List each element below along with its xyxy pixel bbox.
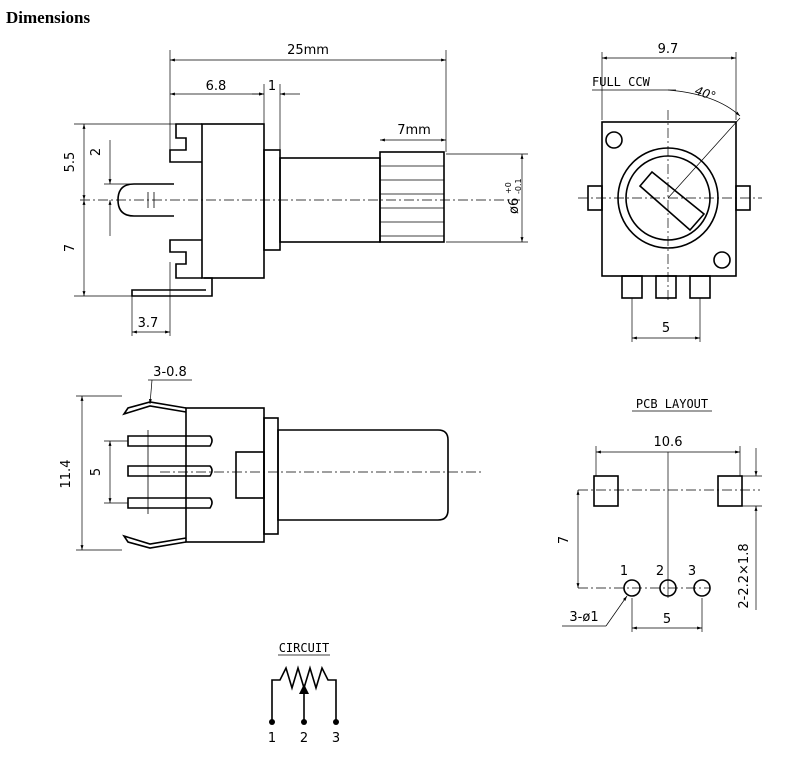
circuit-pin-label-1: 1 — [268, 731, 276, 746]
side-upper-tab — [169, 123, 202, 163]
circuit-terminal-2 — [301, 719, 307, 725]
dim-hole-size: 3-ø1 — [569, 610, 598, 625]
dim-pin-offset: 3.7 — [138, 316, 159, 331]
top-pin-3 — [127, 497, 213, 509]
top-pin-1 — [127, 435, 213, 447]
top-shaft — [277, 429, 449, 521]
front-view: 9.7 FULL CCW 40° 5 — [578, 42, 762, 342]
front-shaft-flat — [638, 170, 706, 232]
dim-pad-spacing: 10.6 — [654, 435, 683, 450]
pcb-layout-title: PCB LAYOUT — [636, 397, 708, 411]
dim-upper-height: 5.5 — [63, 152, 78, 173]
pcb-pin-label-1: 1 — [620, 564, 628, 579]
dim-slot-size: 2-2.2×1.8 — [737, 543, 752, 608]
circuit-pin-label-3: 3 — [332, 731, 340, 746]
side-knurl — [379, 151, 445, 243]
side-body — [201, 123, 265, 279]
pcb-pin-label-3: 3 — [688, 564, 696, 579]
page-title: Dimensions — [6, 8, 91, 27]
top-pin-2 — [127, 465, 213, 477]
dim-pin-width: 3-0.8 — [153, 365, 187, 380]
dim-top-pin-pitch: 5 — [89, 468, 104, 476]
side-mounting-leg — [131, 277, 213, 297]
circuit: CIRCUIT 1 2 3 — [268, 641, 340, 746]
label-full-ccw: FULL CCW — [592, 75, 651, 89]
side-view: 25mm 6.8 1 7mm ø6 +0 -0.1 5.5 2 7 — [63, 43, 528, 336]
label-angle: 40° — [693, 84, 718, 104]
side-lower-tab — [169, 239, 202, 279]
dim-front-pin-pitch: 5 — [662, 321, 670, 336]
dim-shaft-tol-lower: -0.1 — [514, 178, 523, 194]
dim-shaft-diameter: ø6 — [507, 198, 522, 214]
top-body — [185, 407, 265, 543]
circuit-terminal-3 — [333, 719, 339, 725]
dim-pcb-pin-pitch: 5 — [663, 612, 671, 627]
circuit-title: CIRCUIT — [279, 641, 330, 655]
dim-flange: 1 — [268, 79, 276, 94]
dim-body-depth: 6.8 — [206, 79, 227, 94]
pcb-slot-left — [593, 475, 619, 507]
dim-top-height: 11.4 — [59, 460, 74, 489]
circuit-terminal-1 — [269, 719, 275, 725]
pcb-layout: PCB LAYOUT 10.6 7 2-2.2×1.8 1 2 3 3-ø1 — [557, 397, 762, 632]
dim-lower-height: 7 — [63, 244, 78, 252]
pcb-pin-label-2: 2 — [656, 564, 664, 579]
dim-tab-height: 2 — [89, 148, 104, 156]
dim-shaft-tol-upper: +0 — [504, 182, 513, 194]
side-shaft — [279, 157, 381, 243]
dim-knurl-length: 7mm — [397, 123, 431, 138]
dim-row-offset: 7 — [557, 536, 572, 544]
dim-front-width: 9.7 — [658, 42, 679, 57]
top-view: 3-0.8 11.4 5 — [59, 365, 484, 551]
circuit-pin-label-2: 2 — [300, 731, 308, 746]
pcb-slot-right — [717, 475, 743, 507]
dim-overall-length: 25mm — [287, 43, 329, 58]
